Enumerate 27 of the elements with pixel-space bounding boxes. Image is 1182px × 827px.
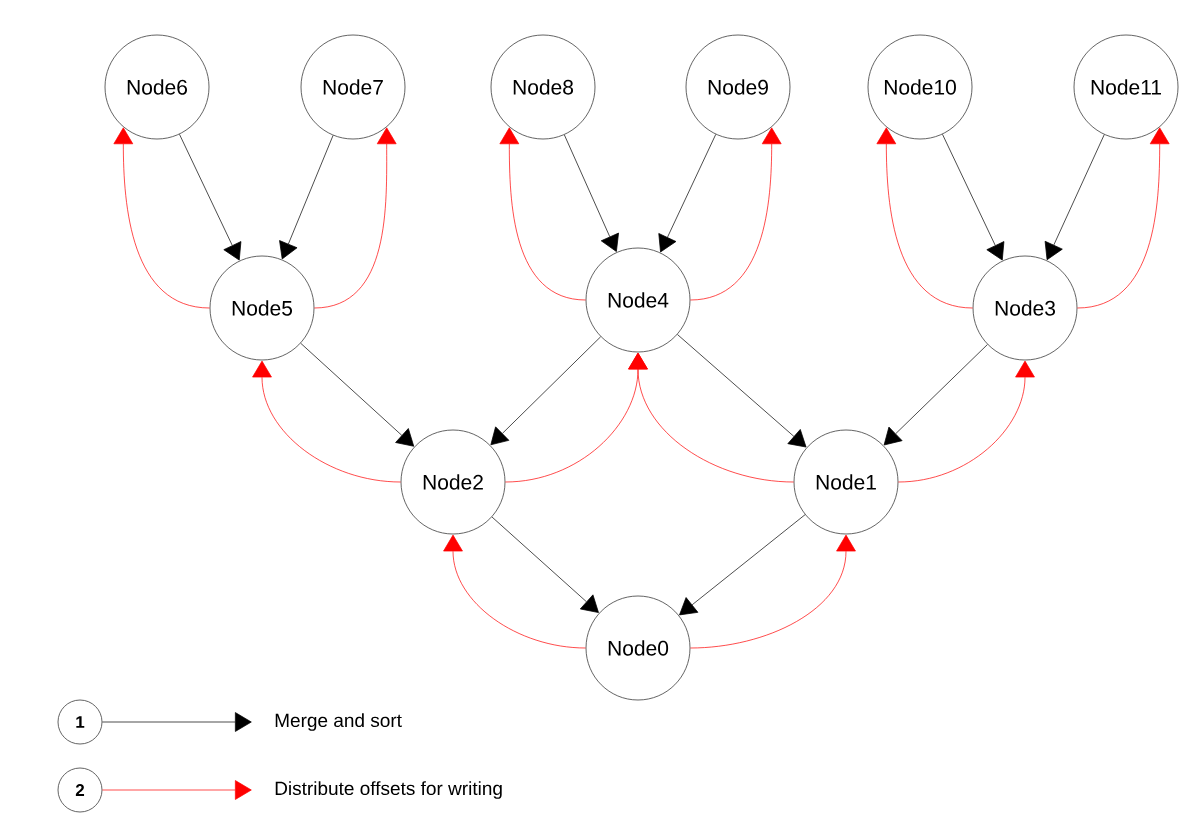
arrow [564,134,619,252]
arrow [677,334,807,448]
arrow [102,780,252,800]
arrow [942,134,1005,261]
arrow [443,534,586,649]
arrow [279,135,334,260]
arrow [314,127,397,309]
arrow [102,712,252,732]
arrow [499,127,586,301]
arrow [1044,134,1105,261]
arrow [898,360,1035,483]
arrow [1077,127,1170,309]
arrow [252,360,401,483]
arrow [876,127,973,309]
arrow [300,342,415,447]
arrow [690,534,856,649]
arrow [113,127,210,309]
arrow [690,127,782,301]
arrow [179,134,242,261]
arrow [491,516,599,613]
arrow [883,344,988,446]
arrow [490,336,601,446]
legend-text: Distribute offsets for writing [275,781,502,799]
legend-text: Merge and sort [275,713,402,731]
arrow [658,134,717,253]
arrow [628,352,794,483]
arrow [679,514,806,616]
